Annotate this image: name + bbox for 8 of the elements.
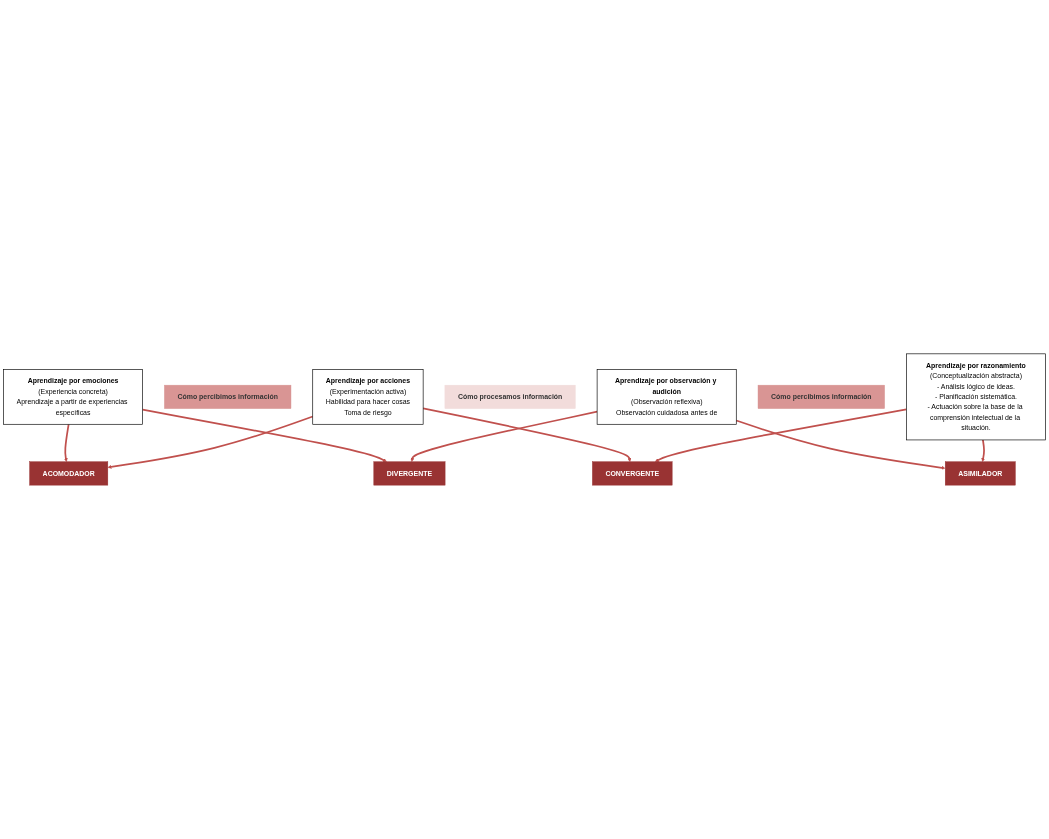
arrow: [654, 408, 908, 462]
arrow: [107, 415, 314, 469]
arrow: [410, 410, 598, 462]
arrow: [422, 407, 632, 462]
arrow: [141, 408, 387, 462]
arrow: [63, 423, 70, 462]
arrow: [735, 419, 946, 470]
arrow: [981, 439, 986, 462]
